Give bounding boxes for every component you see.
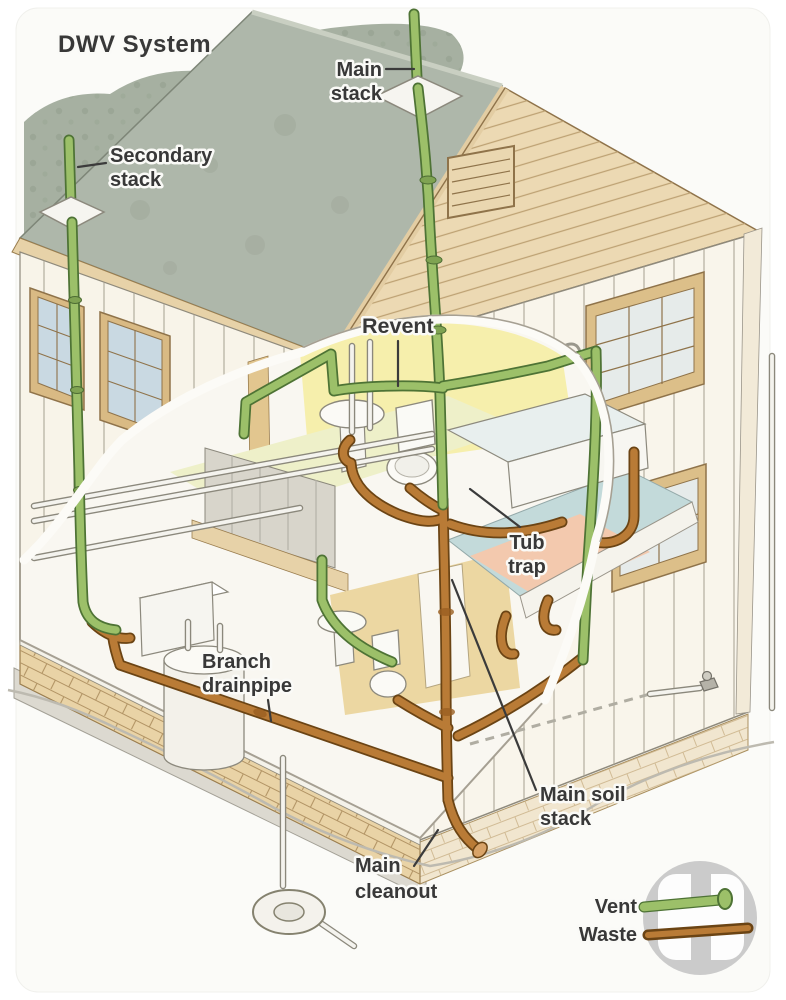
page-title: DWV System bbox=[58, 31, 211, 58]
leader-main-cleanout bbox=[412, 828, 440, 868]
window-upper-left-2 bbox=[99, 310, 171, 446]
svg-text:Main: Main bbox=[336, 59, 382, 81]
legend-item-waste: Waste bbox=[576, 922, 754, 949]
svg-text:stack: stack bbox=[331, 83, 383, 105]
window-upper-right bbox=[585, 271, 705, 422]
label-branch-drainpipe: Branch drainpipe bbox=[200, 649, 295, 723]
svg-text:Branch: Branch bbox=[202, 651, 271, 673]
legend: Vent Waste bbox=[576, 861, 757, 975]
svg-text:Revent: Revent bbox=[362, 314, 434, 338]
roof-ridge bbox=[251, 9, 503, 89]
svg-text:drainpipe: drainpipe bbox=[202, 675, 292, 697]
gable-vent-icon bbox=[447, 144, 515, 220]
leader-main-soil-stack bbox=[450, 578, 538, 792]
legend-vent-label: Vent bbox=[595, 896, 638, 918]
label-main-stack: Main stack bbox=[328, 57, 416, 108]
joist-band bbox=[519, 501, 699, 619]
leader-tub-trap bbox=[468, 487, 522, 529]
leader-secondary-stack bbox=[76, 161, 108, 169]
laundry-tub bbox=[138, 581, 230, 657]
waste-pipes bbox=[86, 434, 640, 859]
corner-trim bbox=[735, 227, 763, 715]
sewer-pipe-cut-end bbox=[472, 841, 488, 859]
svg-text:Main soil: Main soil bbox=[540, 784, 626, 806]
svg-text:trap: trap bbox=[508, 556, 546, 578]
svg-text:stack: stack bbox=[110, 169, 162, 191]
svg-text:Main: Main bbox=[355, 855, 401, 877]
svg-text:stack: stack bbox=[540, 808, 592, 830]
interior-cutaway bbox=[19, 318, 699, 840]
label-revent: Revent bbox=[360, 312, 436, 388]
svg-text:Secondary: Secondary bbox=[110, 145, 213, 167]
legend-item-vent: Vent bbox=[592, 888, 733, 921]
svg-text:Tub: Tub bbox=[509, 532, 544, 554]
legend-waste-label: Waste bbox=[579, 924, 637, 946]
stairs bbox=[191, 447, 349, 593]
sill-cock-icon bbox=[699, 670, 719, 692]
leader-branch-drainpipe bbox=[266, 698, 273, 723]
label-tub-trap: Tub trap bbox=[468, 487, 548, 581]
water-meter bbox=[252, 889, 358, 950]
label-main-cleanout: Main cleanout bbox=[353, 828, 440, 906]
roof-flashing-secondary bbox=[38, 196, 106, 230]
tub-trap-floor-panel bbox=[470, 514, 650, 600]
cut-edges bbox=[19, 314, 615, 705]
svg-text:cleanout: cleanout bbox=[355, 881, 438, 903]
watermark-logo bbox=[643, 861, 757, 975]
label-main-soil-stack: Main soil stack bbox=[450, 578, 628, 833]
ground-line bbox=[7, 688, 775, 868]
label-secondary-stack: Secondary stack bbox=[76, 143, 216, 194]
labels: DWV System Main stack Secondary stack Re… bbox=[56, 29, 629, 906]
